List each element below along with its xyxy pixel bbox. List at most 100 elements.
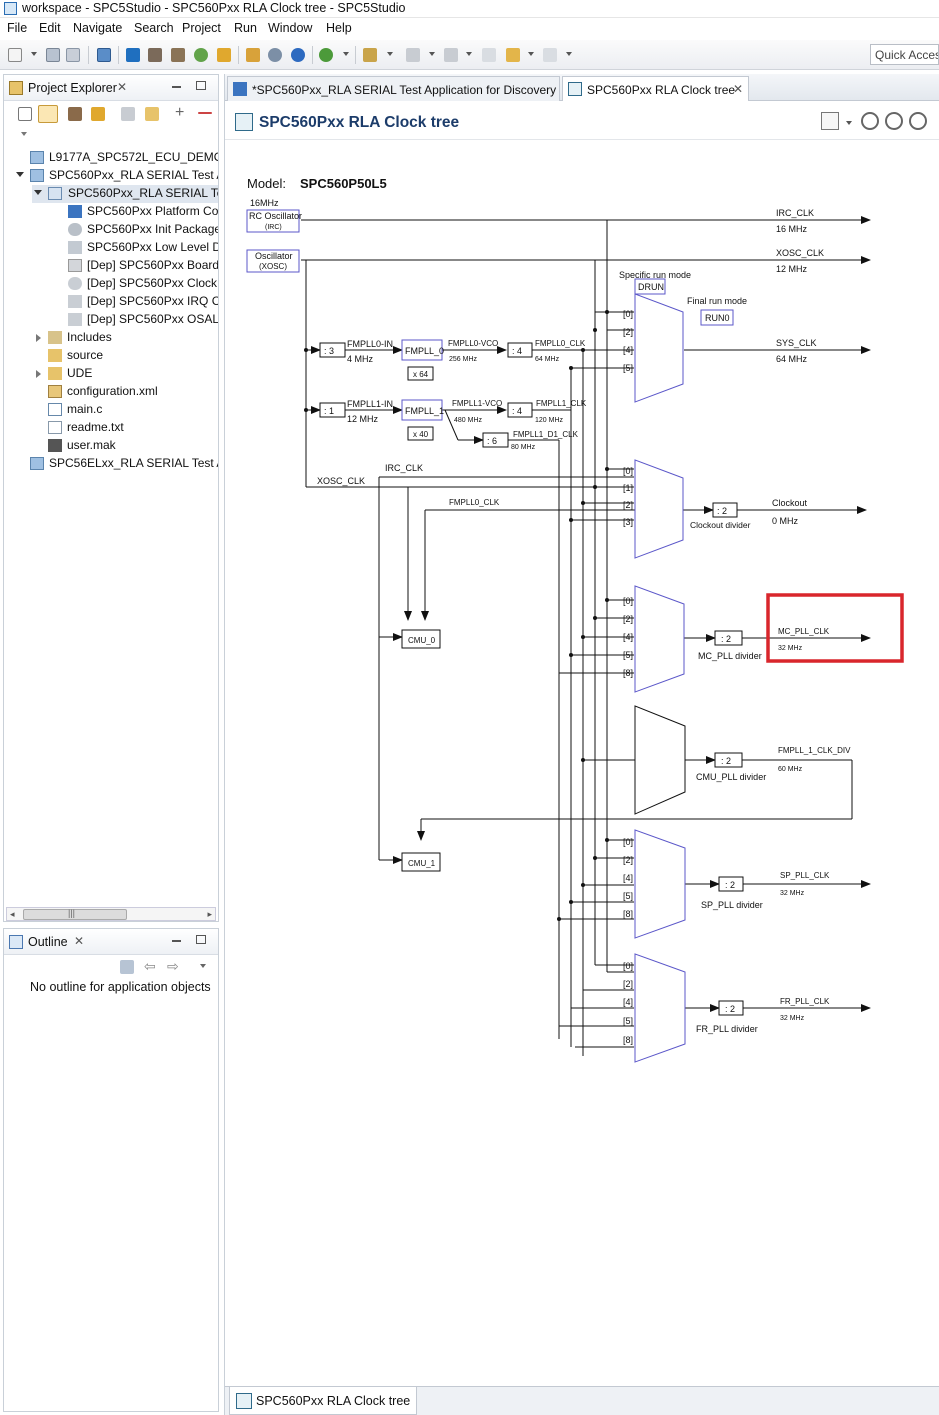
tree-item[interactable]: SPC560Pxx Platform Component xyxy=(68,203,218,221)
pin-icon[interactable] xyxy=(363,48,377,62)
scroll-right-icon[interactable]: ▸ xyxy=(207,909,212,919)
new-icon[interactable] xyxy=(8,48,22,62)
menu-help[interactable]: Help xyxy=(326,21,352,35)
cmu1-block[interactable] xyxy=(401,852,441,872)
menu-file[interactable]: File xyxy=(7,21,28,35)
drun-selector[interactable] xyxy=(634,278,666,295)
menu-project[interactable]: Project xyxy=(182,21,221,35)
close-icon[interactable]: ✕ xyxy=(74,934,85,948)
pll0-input-divider[interactable] xyxy=(319,342,346,358)
tree-item[interactable]: SPC560Pxx Low Level Drivers Component xyxy=(68,239,218,257)
menu-window[interactable]: Window xyxy=(268,21,313,35)
info-icon[interactable] xyxy=(291,48,305,62)
view-menu-icon[interactable] xyxy=(200,964,206,968)
tree-item[interactable]: UDE xyxy=(34,365,218,383)
build-hammer-icon[interactable] xyxy=(171,48,185,62)
quick-access-input[interactable]: Quick Access xyxy=(870,44,939,65)
view-menu-icon[interactable] xyxy=(21,132,27,136)
collapse-icon[interactable] xyxy=(36,370,41,378)
save-all-icon[interactable] xyxy=(66,48,80,62)
tab-clock-tree-page[interactable]: SPC560Pxx RLA Clock tree xyxy=(229,1387,418,1415)
cmu-pll-divider-box[interactable] xyxy=(714,752,743,768)
new-dropdown-icon[interactable] xyxy=(31,52,37,56)
sp-pll-mux[interactable] xyxy=(634,829,686,939)
tree-item[interactable]: [Dep] SPC560Pxx Clock Component xyxy=(68,275,218,293)
tree-item[interactable]: user.mak xyxy=(48,437,218,455)
cmu0-block[interactable] xyxy=(401,629,441,649)
scroll-left-icon[interactable]: ◂ xyxy=(10,909,15,919)
zoom-in-icon[interactable] xyxy=(861,112,879,130)
last-edit-icon[interactable] xyxy=(482,48,496,62)
tree-item[interactable]: configuration.xml xyxy=(48,383,218,401)
tree-item[interactable]: [Dep] SPC560Pxx IRQ Component xyxy=(68,293,218,311)
minimize-icon[interactable] xyxy=(172,86,181,88)
tree-item[interactable]: SPC560Pxx Init Package Component xyxy=(68,221,218,239)
close-icon[interactable]: ✕ xyxy=(117,80,128,94)
forward-nav-icon[interactable]: ⇨ xyxy=(167,958,179,974)
tree-item[interactable]: [Dep] SPC560Pxx OSAL Component xyxy=(68,311,218,329)
mc-pll-mux[interactable] xyxy=(634,585,685,693)
pll0-multiplier[interactable] xyxy=(407,366,434,381)
fmpll0-block[interactable] xyxy=(401,339,443,361)
collapse-all-icon[interactable] xyxy=(18,107,32,121)
close-tab-icon[interactable]: ✕ xyxy=(733,82,744,96)
tree-item[interactable]: SPC56ELxx_RLA SERIAL Test Application xyxy=(18,455,218,473)
cmu-pll-mux[interactable] xyxy=(634,705,686,815)
clean-brush-icon[interactable] xyxy=(217,48,231,62)
fr-pll-mux[interactable] xyxy=(634,953,686,1063)
add-icon[interactable]: + xyxy=(175,104,185,121)
st-icon[interactable] xyxy=(126,48,140,62)
scrollbar-thumb[interactable]: ||| xyxy=(23,908,127,920)
back-nav-icon[interactable]: ⇦ xyxy=(144,958,156,974)
console-icon[interactable] xyxy=(97,48,111,62)
package-icon[interactable] xyxy=(246,48,260,62)
forward-dropdown-icon[interactable] xyxy=(566,52,572,56)
tree-item[interactable]: readme.txt xyxy=(48,419,218,437)
zoom-reset-icon[interactable] xyxy=(909,112,927,130)
sys-clk-mux[interactable] xyxy=(634,293,684,403)
menu-navigate[interactable]: Navigate xyxy=(73,21,123,35)
tree-item[interactable]: Includes xyxy=(34,329,218,347)
clean-icon[interactable] xyxy=(91,107,105,121)
prev-annotation-dropdown-icon[interactable] xyxy=(466,52,472,56)
pll1-post-divider[interactable] xyxy=(507,402,533,418)
maximize-icon[interactable] xyxy=(196,935,206,944)
fit-to-page-icon[interactable] xyxy=(821,112,839,130)
tree-item[interactable]: source xyxy=(48,347,218,365)
minimize-icon[interactable] xyxy=(172,940,181,942)
tab-test-application[interactable]: *SPC560Pxx_RLA SERIAL Test Application f… xyxy=(227,76,560,101)
remove-icon[interactable] xyxy=(198,112,212,114)
prev-annotation-icon[interactable] xyxy=(444,48,458,62)
menu-run[interactable]: Run xyxy=(234,21,257,35)
pll1-d1-divider[interactable] xyxy=(482,432,509,448)
forward-icon[interactable] xyxy=(543,48,557,62)
wizard-icon[interactable] xyxy=(148,48,162,62)
mc-pll-divider-box[interactable] xyxy=(714,630,743,646)
clockout-divider-box[interactable] xyxy=(712,502,738,518)
fit-dropdown-icon[interactable] xyxy=(846,121,852,125)
link-with-editor-icon[interactable] xyxy=(38,105,58,123)
fmpll1-block[interactable] xyxy=(401,399,443,421)
fr-pll-divider-box[interactable] xyxy=(718,1000,744,1016)
next-annotation-dropdown-icon[interactable] xyxy=(429,52,435,56)
back-icon[interactable] xyxy=(506,48,520,62)
maximize-icon[interactable] xyxy=(196,81,206,90)
tree-item[interactable]: SPC560Pxx_RLA SERIAL Test Application fo… xyxy=(14,167,218,185)
zoom-out-icon[interactable] xyxy=(885,112,903,130)
irc-oscillator-block[interactable] xyxy=(246,209,300,233)
sp-pll-divider-box[interactable] xyxy=(718,876,744,892)
run0-selector[interactable] xyxy=(700,309,734,326)
next-annotation-icon[interactable] xyxy=(406,48,420,62)
tab-clock-tree[interactable]: SPC560Pxx RLA Clock tree ✕ xyxy=(562,76,749,101)
pll1-input-divider[interactable] xyxy=(319,402,346,418)
clockout-mux[interactable] xyxy=(634,459,684,559)
save-icon[interactable] xyxy=(46,48,60,62)
save-config-icon[interactable] xyxy=(121,107,135,121)
collapse-icon[interactable] xyxy=(36,334,41,342)
build-icon[interactable] xyxy=(68,107,82,121)
tree-item[interactable]: main.c xyxy=(48,401,218,419)
pin-dropdown-icon[interactable] xyxy=(387,52,393,56)
hierarchy-icon[interactable] xyxy=(120,960,134,974)
settings-gear-icon[interactable] xyxy=(268,48,282,62)
menu-search[interactable]: Search xyxy=(134,21,174,35)
